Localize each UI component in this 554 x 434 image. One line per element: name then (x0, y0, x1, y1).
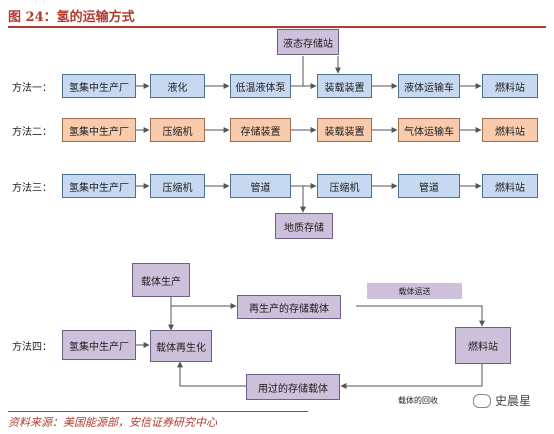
m1-node-plant: 氢集中生产厂 (62, 74, 136, 98)
m3-node-compressor-1: 压缩机 (150, 174, 205, 198)
m1-node-liquid-truck: 液体运输车 (398, 74, 460, 98)
m2-node-loading: 装载装置 (317, 118, 372, 142)
used-carrier: 用过的存储载体 (246, 374, 340, 400)
wechat-icon (473, 393, 491, 408)
m3-node-plant: 氢集中生产厂 (62, 174, 136, 198)
m2-node-plant: 氢集中生产厂 (62, 118, 136, 142)
watermark: 史晨星 (473, 392, 531, 409)
figure-title: 图 24：氢的运输方式 (8, 10, 135, 25)
m1-node-liquefaction: 液化 (150, 74, 205, 98)
source-note: 资料来源：美国能源部，安信证券研究中心 (8, 411, 308, 430)
method-3-label: 方法三： (12, 183, 52, 194)
m1-node-station: 燃料站 (482, 74, 538, 98)
m3-node-pipeline-2: 管道 (398, 174, 460, 198)
m2-node-station: 燃料站 (482, 118, 538, 142)
liquid-storage-station: 液态存储站 (277, 29, 339, 55)
m1-node-cryo-pump: 低温液体泵 (230, 74, 291, 98)
m4-node-station: 燃料站 (455, 327, 511, 364)
figure-header: 图 24：氢的运输方式 (8, 4, 546, 28)
m2-node-gas-truck: 气体运输车 (398, 118, 460, 142)
m1-node-loading: 装载装置 (317, 74, 372, 98)
m3-node-compressor-2: 压缩机 (317, 174, 372, 198)
m4-node-plant: 氢集中生产厂 (62, 330, 136, 360)
method-2-label: 方法二： (12, 127, 52, 138)
carrier-production: 载体生产 (132, 263, 190, 297)
m3-node-station: 燃料站 (482, 174, 538, 198)
geological-storage: 地质存储 (275, 213, 333, 239)
watermark-text: 史晨星 (495, 394, 532, 408)
carrier-transport-band: 载体运送 (367, 283, 462, 299)
method-1-label: 方法一： (12, 83, 52, 94)
carrier-regeneration: 载体再生化 (150, 330, 212, 362)
m2-node-storage: 存储装置 (230, 118, 291, 142)
carrier-return-label: 载体的回收 (398, 396, 438, 405)
method-4-label: 方法四： (12, 342, 52, 353)
m3-node-pipeline-1: 管道 (230, 174, 291, 198)
m2-node-compressor: 压缩机 (150, 118, 205, 142)
regenerated-carrier: 再生产的存储载体 (237, 295, 341, 319)
